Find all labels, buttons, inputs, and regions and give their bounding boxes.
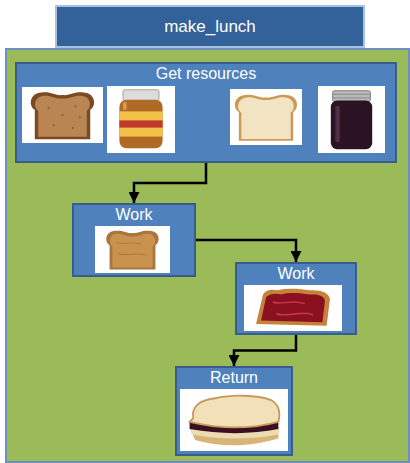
step-box: Return bbox=[175, 366, 293, 456]
peanut-butter-slice-picture bbox=[95, 226, 170, 273]
photo-background bbox=[180, 389, 288, 451]
flow-arrow bbox=[234, 335, 296, 366]
photo-drawing bbox=[190, 396, 280, 445]
photo-background bbox=[230, 89, 302, 145]
peanut-butter-picture bbox=[107, 86, 175, 153]
photo-drawing bbox=[119, 90, 162, 149]
step-box: Work bbox=[72, 203, 196, 277]
photo-drawing bbox=[235, 95, 297, 141]
white-bread-picture bbox=[230, 89, 302, 145]
heading-text: make_lunch bbox=[164, 17, 256, 37]
photo-drawing bbox=[331, 91, 372, 150]
photo-drawing bbox=[31, 92, 94, 139]
flow-arrow bbox=[134, 163, 206, 203]
step-label: Work bbox=[277, 264, 314, 283]
jelly-jar-picture bbox=[318, 86, 385, 153]
step-box: Work bbox=[235, 262, 357, 335]
photo-background bbox=[107, 86, 175, 153]
photo-background bbox=[95, 226, 170, 273]
sandwich-picture bbox=[180, 389, 288, 451]
step-label: Get resources bbox=[156, 64, 256, 83]
photo-drawing bbox=[256, 289, 330, 326]
photo-background bbox=[318, 86, 385, 153]
photo-background bbox=[244, 285, 342, 331]
photo-background bbox=[22, 87, 103, 143]
step-label: Return bbox=[210, 368, 258, 387]
step-label: Work bbox=[115, 205, 152, 224]
wheat-bread-picture bbox=[22, 87, 103, 143]
photo-drawing bbox=[106, 231, 158, 270]
step-box: Get resources bbox=[15, 62, 397, 163]
function-panel: make_lunchGet resourcesWorkWorkReturn bbox=[5, 48, 410, 463]
jelly-slice-picture bbox=[244, 285, 342, 331]
heading-tab: make_lunch bbox=[55, 5, 365, 48]
flow-arrow bbox=[196, 240, 296, 262]
